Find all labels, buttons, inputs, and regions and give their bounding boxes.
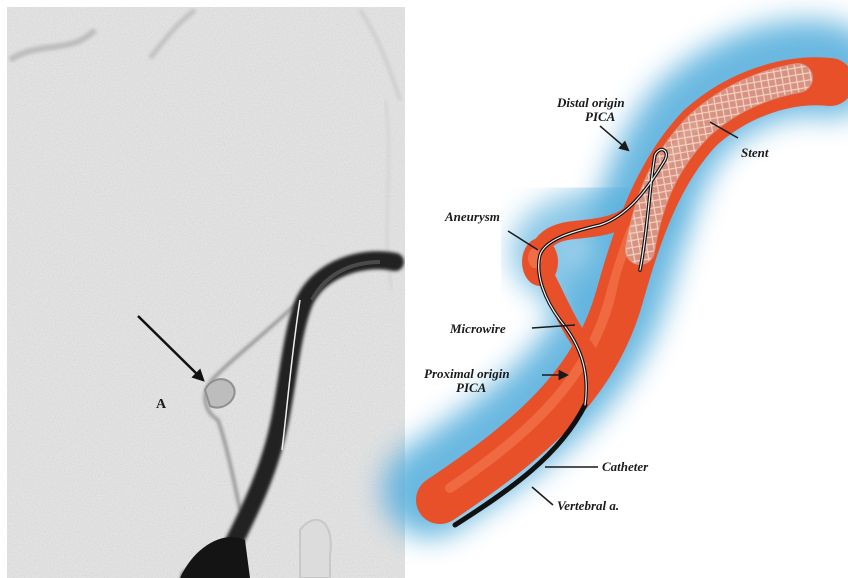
- label-microwire: Microwire: [449, 321, 506, 336]
- angiogram-noise: [7, 7, 405, 578]
- angio-right-lower: [300, 520, 331, 578]
- label-proximal-pica: PICA: [456, 380, 487, 395]
- label-stent: Stent: [741, 145, 769, 160]
- illustration-panel: Distal origin PICA Stent Aneurysm Microw…: [424, 67, 830, 525]
- label-proximal-origin: Proximal origin: [424, 366, 510, 381]
- angiogram-panel: A: [7, 7, 405, 578]
- label-catheter: Catheter: [602, 459, 649, 474]
- label-aneurysm: Aneurysm: [444, 209, 500, 224]
- panel-letter-a: A: [156, 397, 167, 412]
- label-distal-origin: Distal origin: [556, 95, 625, 110]
- label-distal-pica: PICA: [585, 109, 616, 124]
- label-vertebral: Vertebral a.: [557, 498, 619, 513]
- leader-vertebral: [532, 487, 553, 505]
